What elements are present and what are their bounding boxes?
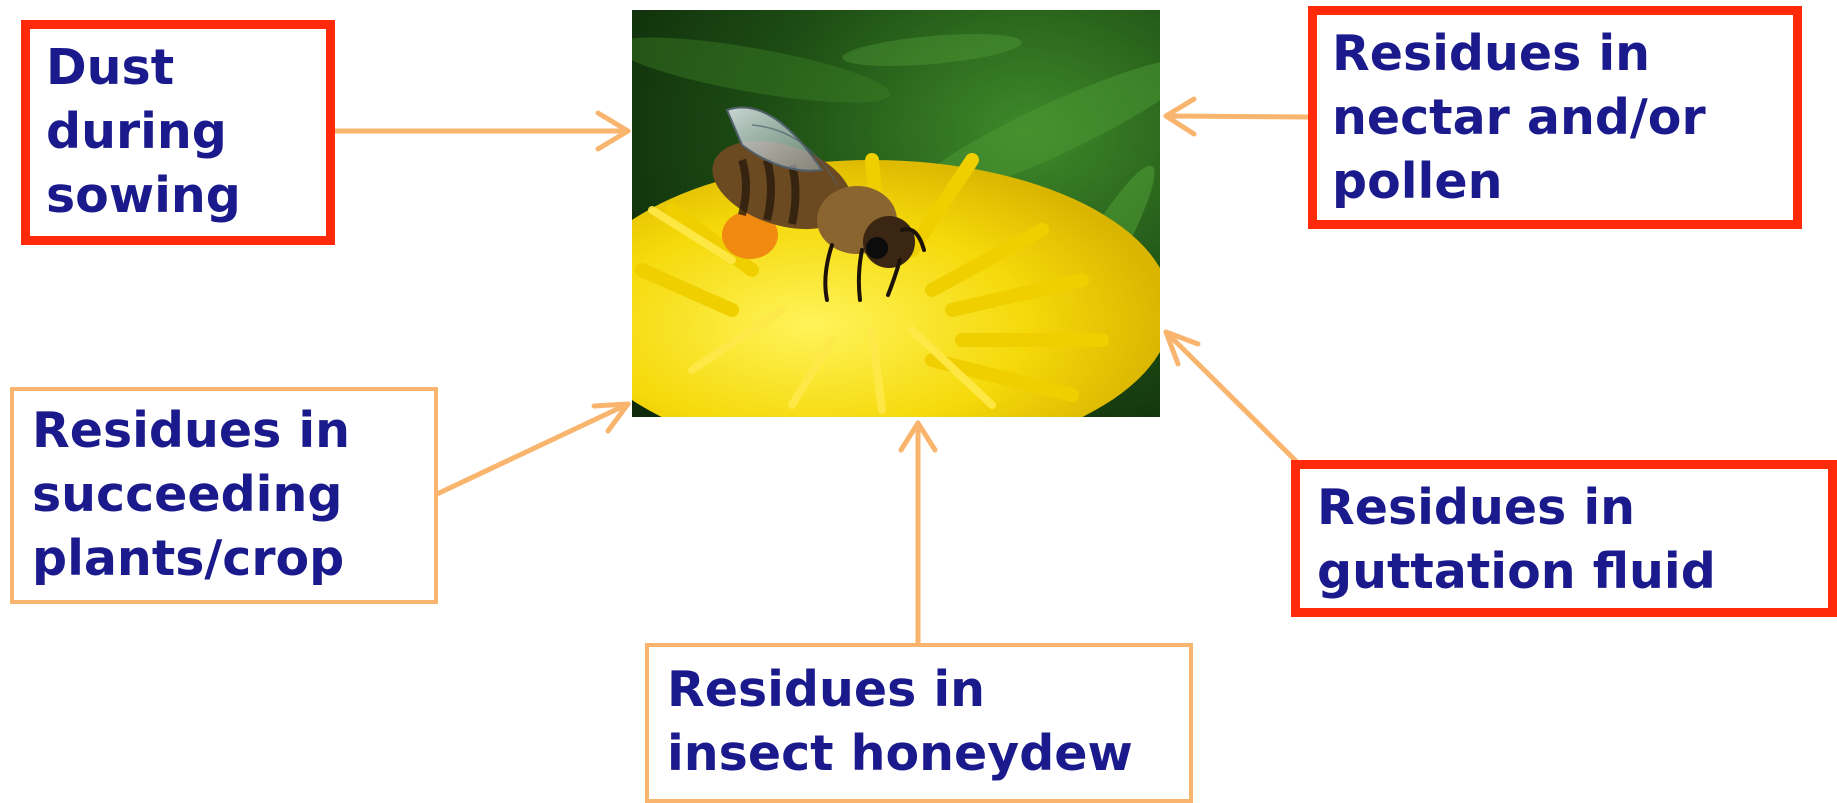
label-line: nectar and/or <box>1332 89 1706 146</box>
source-label-dust: Dust during sowing <box>46 36 241 228</box>
label-line: sowing <box>46 167 241 224</box>
source-label-nectar: Residues in nectar and/or pollen <box>1332 22 1706 214</box>
arrow-dust <box>333 113 628 149</box>
arrow-nectar <box>1166 99 1310 134</box>
arrow-succeeding <box>437 404 628 494</box>
source-label-succeeding: Residues in succeeding plants/crop <box>32 399 350 591</box>
label-line: pollen <box>1332 153 1502 210</box>
source-label-honeydew: Residues in insect honeydew <box>667 658 1133 786</box>
label-line: Residues in <box>1317 479 1635 536</box>
label-line: Residues in <box>1332 25 1650 82</box>
label-line: insect honeydew <box>667 725 1133 782</box>
label-line: Dust <box>46 39 174 96</box>
label-line: Residues in <box>32 402 350 459</box>
bee-on-dandelion-photo <box>632 10 1160 417</box>
label-line: during <box>46 103 227 160</box>
arrow-guttation <box>1166 332 1298 463</box>
source-label-guttation: Residues in guttation fluid <box>1317 476 1716 604</box>
label-line: succeeding <box>32 466 342 523</box>
arrow-honeydew <box>901 423 935 643</box>
label-line: plants/crop <box>32 530 344 587</box>
label-line: Residues in <box>667 661 985 718</box>
label-line: guttation fluid <box>1317 543 1716 600</box>
